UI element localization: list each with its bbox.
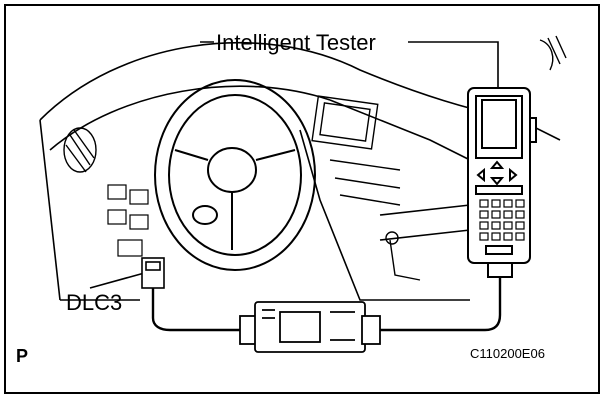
left-air-vent xyxy=(63,127,97,173)
steering-wheel xyxy=(154,79,316,271)
center-console xyxy=(311,95,421,281)
tester-keypad xyxy=(479,199,525,241)
tester-label: Intelligent Tester xyxy=(216,30,376,55)
lower-panel-switches xyxy=(107,184,149,257)
dlc3-leader-line xyxy=(89,271,149,289)
figure-code: C110200E06 xyxy=(470,346,545,361)
figure-frame xyxy=(4,4,600,394)
dlc3-label: DLC3 xyxy=(66,290,123,315)
cable xyxy=(151,275,502,332)
intelligent-tester-device xyxy=(467,87,537,278)
dlc3-connector xyxy=(141,257,165,289)
right-air-vent xyxy=(539,35,567,71)
dashboard xyxy=(39,41,561,301)
tester-leader-line xyxy=(200,41,499,88)
interface-module xyxy=(239,301,381,353)
corner-p-label: P xyxy=(16,346,29,366)
